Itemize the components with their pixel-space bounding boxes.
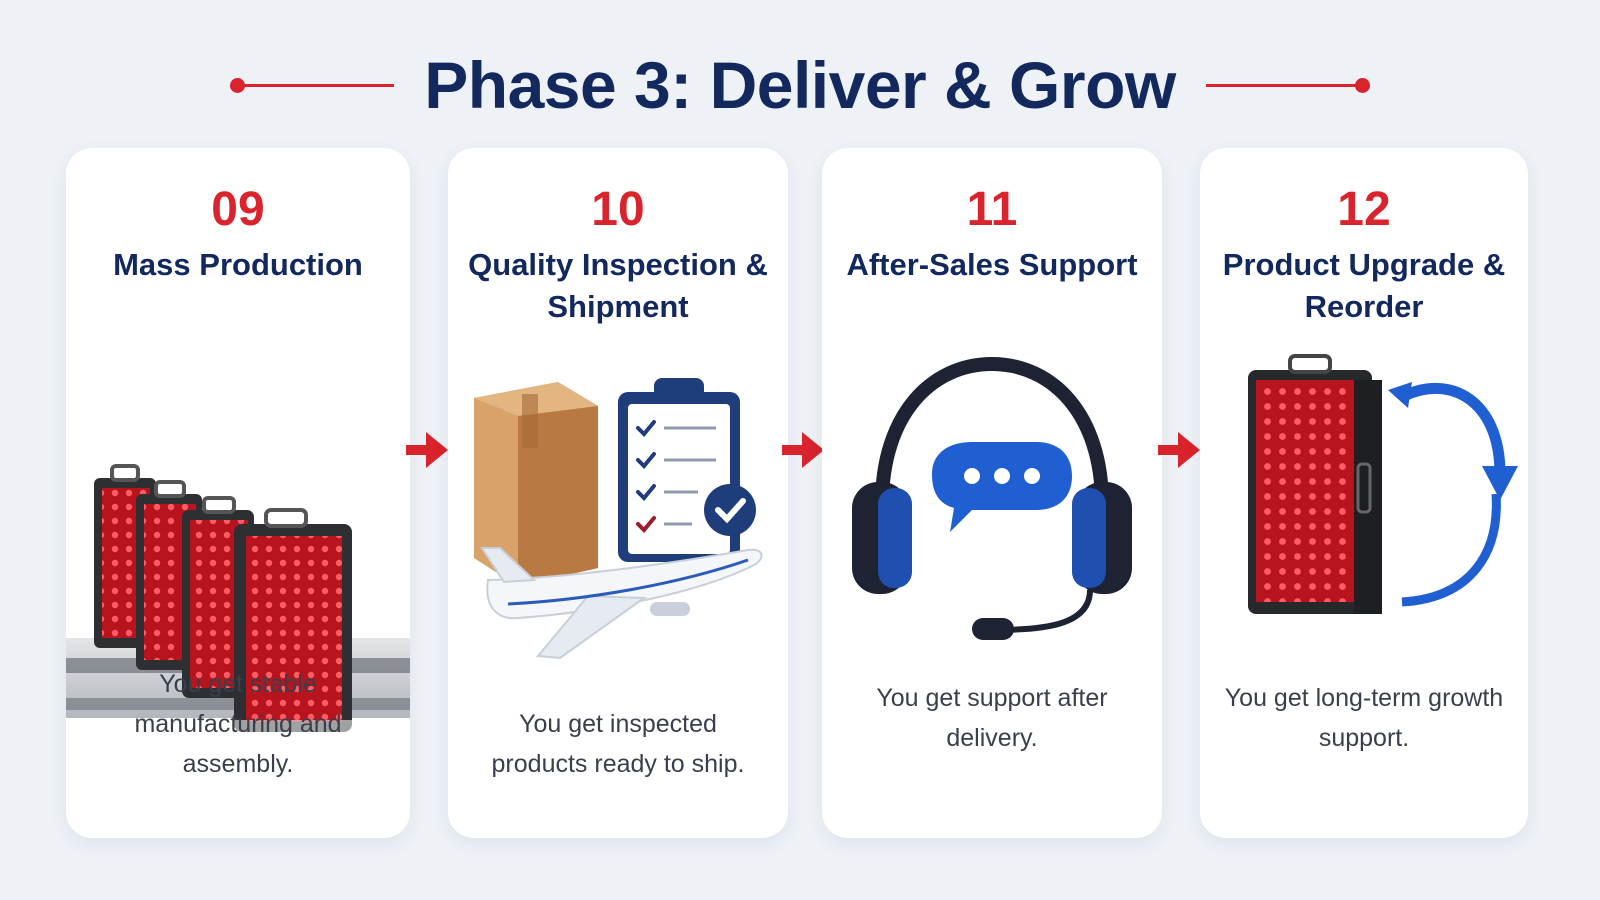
step-description: You get long-term growth support. <box>1224 684 1504 752</box>
step-card-12: 12 Product Upgrade & Reorder You get lon… <box>1200 148 1528 838</box>
production-line-devices-icon <box>66 318 410 788</box>
device-reorder-cycle-icon <box>1200 354 1528 654</box>
flow-arrow-icon <box>778 428 828 472</box>
flow-arrow-icon <box>1154 428 1204 472</box>
title-divider-left <box>230 77 395 93</box>
step-description: You get stable manufacturing and assembl… <box>134 670 342 778</box>
step-title: Mass Production <box>113 247 363 282</box>
step-card-10: 10 Quality Inspection & Shipment <box>448 148 788 838</box>
divider-dot <box>230 77 246 93</box>
title-divider-right <box>1205 77 1370 93</box>
step-description: You get support after delivery. <box>876 684 1108 752</box>
box-checklist-airplane-icon <box>448 368 788 688</box>
step-card-09: 09 Mass Production <box>66 148 410 838</box>
headset-chat-icon <box>822 354 1162 654</box>
step-title: Product Upgrade & Reorder <box>1222 247 1506 324</box>
step-number: 10 <box>591 183 645 236</box>
step-description: You get inspected products ready to ship… <box>491 710 745 778</box>
flow-arrow-icon <box>402 428 452 472</box>
divider-dot <box>1354 77 1370 93</box>
step-number: 11 <box>966 183 1018 236</box>
step-number: 09 <box>211 183 265 236</box>
step-card-11: 11 After-Sales Support You get support a… <box>822 148 1162 838</box>
page-title: Phase 3: Deliver & Grow <box>424 48 1176 122</box>
step-title: Quality Inspection & Shipment <box>468 247 768 324</box>
step-number: 12 <box>1337 183 1391 236</box>
step-title: After-Sales Support <box>846 247 1138 282</box>
title-bar: Phase 3: Deliver & Grow <box>0 40 1600 130</box>
